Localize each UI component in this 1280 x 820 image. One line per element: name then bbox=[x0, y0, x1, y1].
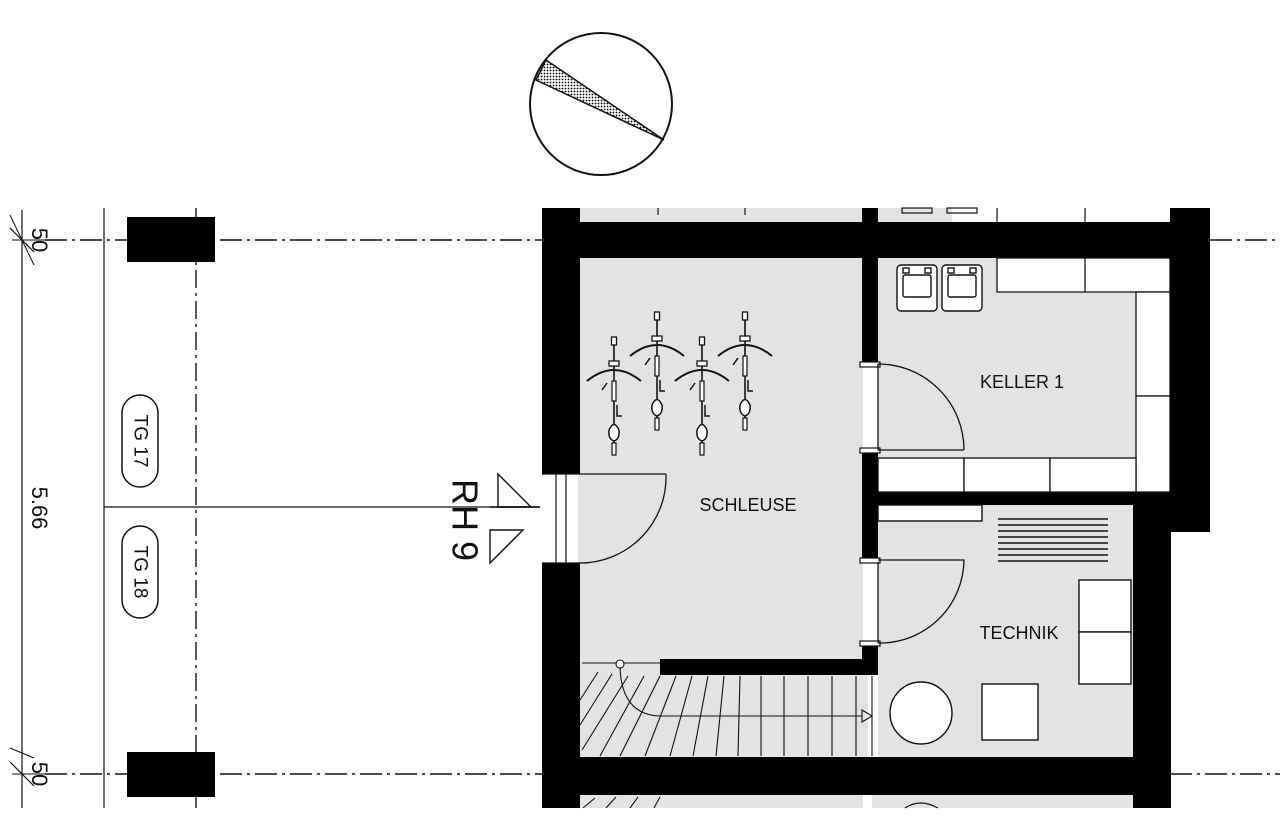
parking-tg18-text: TG 18 bbox=[130, 546, 151, 599]
parking-label-tg18: TG 18 bbox=[121, 525, 159, 619]
floor-edge-details bbox=[657, 207, 1086, 809]
room-label-schleuse: SCHLEUSE bbox=[699, 495, 796, 515]
walls bbox=[542, 208, 1210, 808]
door-frames bbox=[542, 361, 881, 647]
room-label-keller: KELLER 1 bbox=[980, 372, 1064, 392]
parking-tg17-text: TG 17 bbox=[130, 415, 151, 468]
door-swing-keller bbox=[877, 363, 965, 451]
dimension-line bbox=[9, 208, 540, 808]
north-arrow-icon bbox=[529, 32, 673, 176]
dimension-middle-label: 5.66 bbox=[27, 487, 52, 530]
parking-label-tg17: TG 17 bbox=[121, 394, 159, 488]
technik-equipment bbox=[877, 504, 1132, 745]
room-label-technik: TECHNIK bbox=[979, 623, 1058, 643]
keller-shelving bbox=[877, 257, 1171, 493]
entrance-arrow-icon bbox=[489, 472, 540, 565]
washing-machine-icon bbox=[896, 264, 983, 312]
column-bottom bbox=[127, 752, 215, 797]
door-swing-entrance bbox=[579, 473, 667, 564]
house-label: RH 9 bbox=[445, 479, 486, 561]
door-swing-technik bbox=[877, 559, 965, 644]
staircase bbox=[579, 659, 874, 809]
column-top bbox=[127, 217, 215, 262]
